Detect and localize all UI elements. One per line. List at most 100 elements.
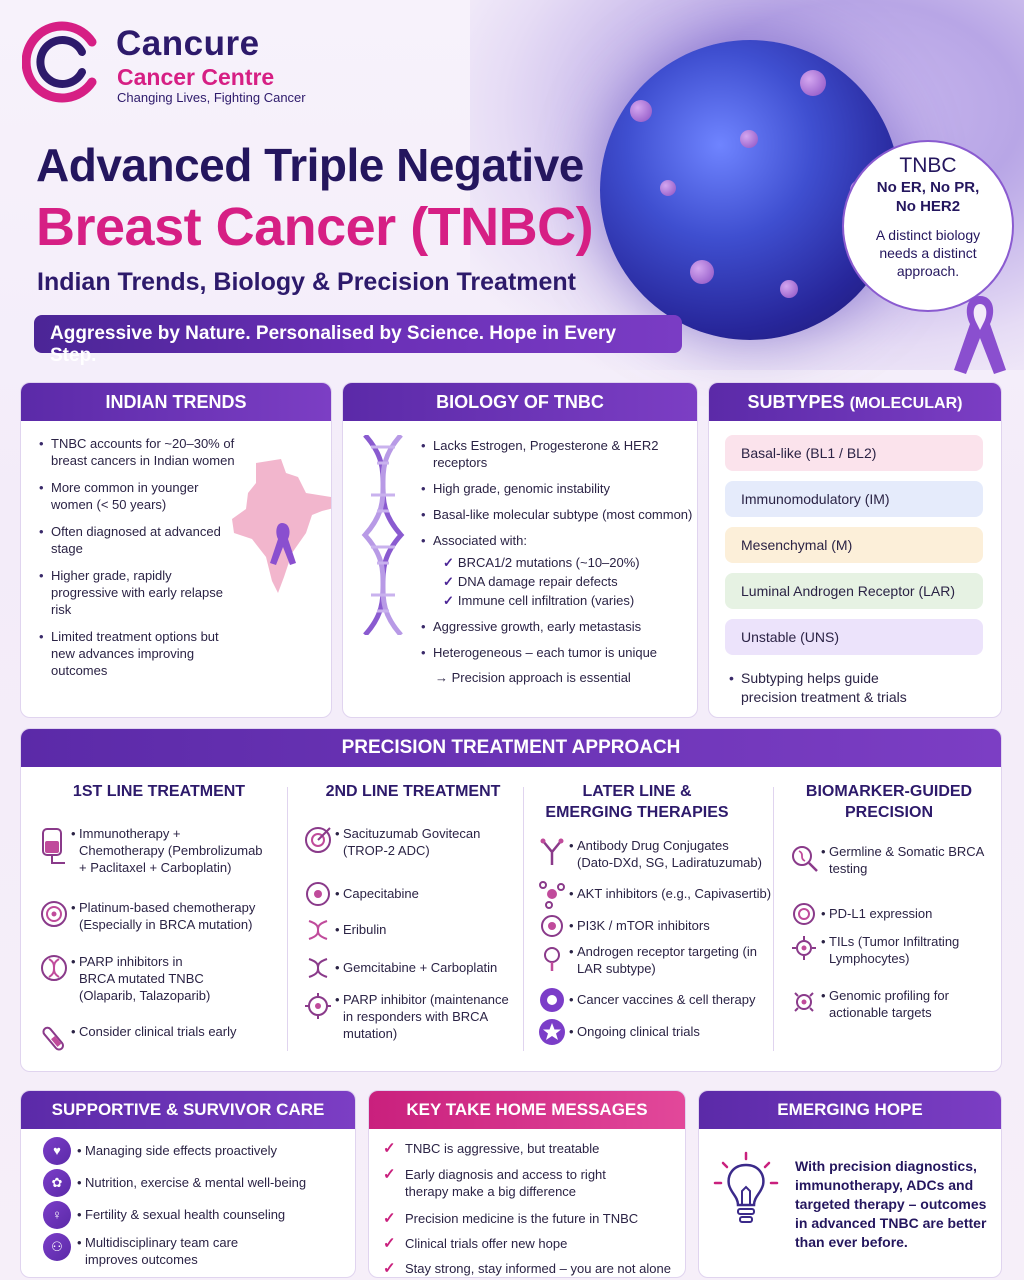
india-map-icon	[232, 459, 331, 593]
tnbc-definition-bubble: TNBC No ER, No PR, No HER2 A distinct bi…	[842, 140, 1014, 312]
subtitle: Indian Trends, Biology & Precision Treat…	[37, 268, 577, 296]
first-line-column: 1ST LINE TREATMENT Immunotherapy + Chemo…	[39, 781, 279, 1051]
biology-item: Associated with:	[421, 532, 697, 549]
receptor-icon	[544, 947, 560, 971]
support-item: ♀ Fertility & sexual health counseling	[43, 1201, 353, 1231]
treatment-text: Germline & Somatic BRCA testing	[821, 843, 989, 877]
support-item: ♥ Managing side effects proactively	[43, 1137, 353, 1167]
treatment-text: Immunotherapy + Chemotherapy (Pembrolizu…	[71, 825, 269, 876]
support-text: Managing side effects proactively	[77, 1142, 277, 1159]
tagline-banner: Aggressive by Nature. Personalised by Sc…	[34, 315, 682, 366]
check-icon: ✓	[383, 1260, 396, 1277]
column-title: LATER LINE & EMERGING THERAPIES	[545, 783, 729, 821]
cell-icon	[305, 993, 331, 1019]
brand-name: Cancure	[116, 24, 260, 63]
treatment-text: Platinum-based chemotherapy (Especially …	[71, 899, 269, 933]
support-text: Multidisciplinary team care improves out…	[77, 1234, 285, 1268]
treatment-text: Gemcitabine + Carboplatin	[335, 959, 523, 976]
associated-text: DNA damage repair defects	[457, 574, 618, 589]
indian-trends-title: INDIAN TRENDS	[21, 383, 331, 421]
pill-icon	[306, 882, 330, 906]
treatment-text: Eribulin	[335, 921, 503, 938]
takehome-title: KEY TAKE HOME MESSAGES	[369, 1091, 685, 1129]
tnbc-desc-line: needs a distinct	[879, 245, 977, 261]
support-item: ✿ Nutrition, exercise & mental well-bein…	[43, 1169, 353, 1199]
dna-target-icon	[41, 955, 67, 981]
biomarker-column: BIOMARKER-GUIDED PRECISION Germline & So…	[789, 781, 989, 1020]
biology-card: BIOLOGY OF TNBC Lacks Estrogen, Progeste…	[342, 382, 698, 718]
tnbc-description: A distinct biology needs a distinct appr…	[844, 226, 1012, 280]
brand-subname: Cancer Centre	[117, 64, 275, 90]
treatment-text: Antibody Drug Conjugates (Dato-DXd, SG, …	[569, 837, 767, 871]
trend-item: TNBC accounts for ~20–30% of breast canc…	[39, 435, 239, 469]
dna-icon	[308, 920, 328, 940]
associated-item: ✓Immune cell infiltration (varies)	[443, 591, 697, 610]
treatment-text: Genomic profiling for actionable targets	[821, 987, 989, 1021]
biology-title: BIOLOGY OF TNBC	[343, 383, 697, 421]
molecule-icon	[541, 915, 563, 937]
dna-icon	[308, 958, 328, 978]
brand-logo: Cancure Cancer Centre Changing Lives, Fi…	[22, 20, 322, 110]
team-icon: ⚇	[43, 1233, 71, 1261]
column-divider	[287, 787, 288, 1051]
star-icon	[539, 1019, 565, 1045]
test-tube-icon	[42, 1026, 65, 1051]
awareness-ribbon-icon	[954, 296, 1006, 374]
trend-item: Higher grade, rapidly progressive with e…	[39, 567, 239, 618]
takehome-text: TNBC is aggressive, but treatable	[405, 1141, 600, 1156]
check-icon: ✓	[443, 574, 454, 589]
molecule-icon	[539, 881, 565, 909]
subtype-basal-like: Basal-like (BL1 / BL2)	[725, 435, 983, 471]
associated-text: Immune cell infiltration (varies)	[457, 593, 635, 608]
cell-icon	[794, 992, 814, 1012]
treatment-text: Cancer vaccines & cell therapy	[569, 991, 777, 1008]
treatment-text: Capecitabine	[335, 885, 503, 902]
column-divider	[773, 787, 774, 1051]
associated-item: ✓BRCA1/2 mutations (~10–20%)	[443, 553, 697, 572]
ribbon-icon: ♀	[43, 1201, 71, 1229]
dna-helix-icon	[361, 435, 405, 635]
treatment-text: AKT inhibitors (e.g., Capivasertib)	[569, 885, 777, 902]
tnbc-marker-line: No HER2	[895, 198, 961, 215]
hand-heart-icon: ♥	[43, 1137, 71, 1165]
subtype-immunomodulatory: Immunomodulatory (IM)	[725, 481, 983, 517]
takehome-text: Stay strong, stay informed – you are not…	[405, 1261, 671, 1276]
takehome-text: Precision medicine is the future in TNBC	[405, 1211, 639, 1226]
treatment-text: TILs (Tumor Infiltrating Lymphocytes)	[821, 933, 989, 967]
later-line-column: LATER LINE & EMERGING THERAPIES Antibody…	[537, 781, 777, 1045]
treatment-text: Sacituzumab Govitecan (TROP-2 ADC)	[335, 825, 503, 859]
nutrition-icon: ✿	[43, 1169, 71, 1197]
support-text: Fertility & sexual health counseling	[77, 1206, 285, 1223]
dna-search-icon	[792, 846, 818, 872]
support-text: Nutrition, exercise & mental well-being	[77, 1174, 306, 1191]
title-line-2: Breast Cancer (TNBC)	[36, 197, 594, 257]
subtypes-title: SUBTYPES (MOLECULAR)	[709, 383, 1001, 421]
column-title: 1ST LINE TREATMENT	[72, 783, 246, 800]
target-icon	[41, 901, 67, 927]
emerging-hope-card: EMERGING HOPE With precision diagnostics…	[698, 1090, 1002, 1278]
indian-trends-card: INDIAN TRENDS TNBC accounts for ~20–30% …	[20, 382, 332, 718]
subtype-lar: Luminal Androgen Receptor (LAR)	[725, 573, 983, 609]
trend-item: Limited treatment options but new advanc…	[39, 628, 239, 679]
associated-item: ✓DNA damage repair defects	[443, 572, 697, 591]
tnbc-desc-line: A distinct biology	[875, 227, 981, 243]
treatment-text: Ongoing clinical trials	[569, 1023, 777, 1040]
subtype-unstable: Unstable (UNS)	[725, 619, 983, 655]
take-home-card: KEY TAKE HOME MESSAGES ✓ TNBC is aggress…	[368, 1090, 686, 1278]
cell-icon	[792, 936, 816, 960]
target-arrow-icon	[305, 827, 331, 853]
column-title: BIOMARKER-GUIDED PRECISION	[805, 783, 973, 821]
biology-item: Heterogeneous – each tumor is unique	[421, 644, 697, 661]
subtype-mesenchymal: Mesenchymal (M)	[725, 527, 983, 563]
vaccine-icon	[540, 988, 564, 1012]
check-icon: ✓	[383, 1140, 396, 1157]
check-icon: ✓	[443, 593, 454, 608]
tnbc-desc-line: approach.	[896, 263, 960, 279]
support-item: ⚇ Multidisciplinary team care improves o…	[43, 1233, 353, 1267]
associated-text: BRCA1/2 mutations (~10–20%)	[457, 555, 640, 570]
treatment-text: PARP inhibitor (maintenance in responder…	[335, 991, 513, 1042]
hope-message: With precision diagnostics, immunotherap…	[795, 1158, 987, 1250]
hope-title: EMERGING HOPE	[699, 1091, 1001, 1129]
iv-bag-icon	[42, 828, 65, 864]
treatment-text: Consider clinical trials early	[71, 1023, 269, 1040]
